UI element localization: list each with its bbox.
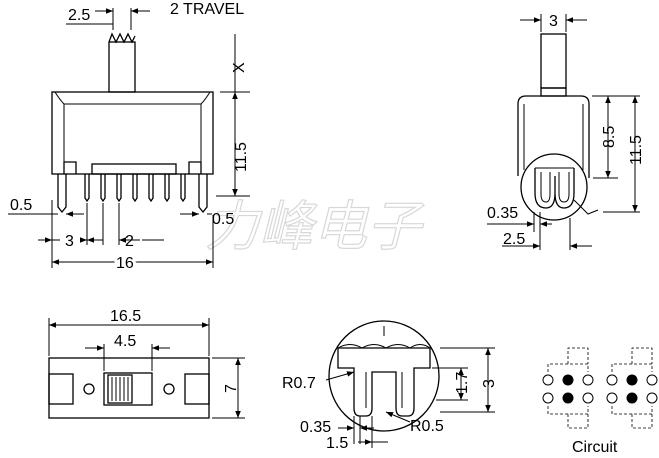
radius-top-text: R0.7: [282, 375, 316, 392]
circuit-contact-open: [646, 392, 658, 404]
circuit-label: Circuit: [572, 439, 618, 456]
side-body: [517, 95, 590, 221]
actuator-height-text: X: [231, 62, 248, 73]
side-actuator-width-text: 3: [549, 13, 558, 30]
circuit-contact-open: [582, 392, 594, 404]
top-view: 16.5 4.5 7: [48, 308, 245, 419]
side-actuator: [540, 33, 567, 97]
circuit-contact-open: [606, 392, 618, 404]
circuit-contact-common: [626, 392, 638, 404]
watermark: 力峰电子: [205, 195, 425, 258]
front-view: 2.5 2 TRAVEL X 11.5 0.5 0.5 3 2 16: [8, 1, 250, 275]
travel-dim-text: 2.5: [68, 7, 90, 24]
detail-height-text: 3: [481, 379, 498, 388]
overall-width-text: 16: [116, 255, 134, 272]
circuit-contact-open: [646, 374, 658, 386]
detail-width-text: 1.5: [326, 435, 348, 452]
circuit-contact-open: [542, 392, 554, 404]
slider-knob: [107, 374, 133, 404]
front-body: [51, 91, 214, 175]
side-pin-thickness-text: 0.35: [487, 205, 518, 222]
side-pin-offset-text: 2.5: [503, 231, 525, 248]
pin-edge-text: 3: [65, 233, 74, 250]
circuit-contact-common: [562, 392, 574, 404]
top-length-text: 16.5: [110, 308, 141, 325]
side-view: 3 8.5 11.5 0.35 2.5: [487, 13, 645, 250]
circuit-diagram: Circuit: [542, 347, 658, 456]
front-actuator: [108, 32, 136, 93]
travel-label-text: 2 TRAVEL: [170, 1, 244, 18]
circuit-contact-common: [626, 374, 638, 386]
top-width-text: 7: [223, 384, 240, 393]
side-total-height-text: 11.5: [628, 135, 645, 165]
circuit-contact-open: [542, 374, 554, 386]
top-slot-text: 4.5: [114, 333, 136, 350]
front-pins: [57, 174, 208, 214]
radius-bottom-text: R0.5: [410, 418, 444, 435]
slot-depth-text: 1.7: [454, 372, 471, 394]
pin-pitch-text: 2: [125, 233, 134, 250]
pin-offset-right-text: 0.5: [212, 211, 234, 228]
circuit-contact-common: [562, 374, 574, 386]
front-height-text: 11.5: [233, 142, 250, 172]
circuit-contact-open: [582, 374, 594, 386]
side-body-height-text: 8.5: [601, 126, 618, 148]
circuit-contact-open: [606, 374, 618, 386]
pin-offset-left-text: 0.5: [10, 197, 32, 214]
terminal-detail: R0.7 R0.5 1.7 3 0.35 1.5: [282, 320, 498, 452]
detail-thickness-text: 0.35: [300, 419, 331, 436]
